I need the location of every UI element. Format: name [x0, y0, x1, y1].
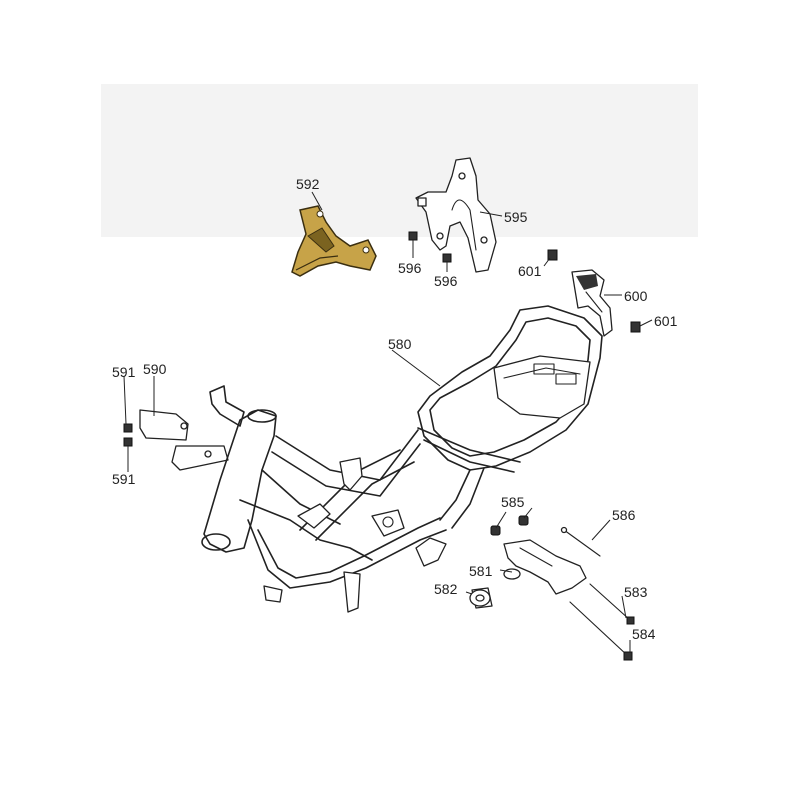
label-581: 581: [469, 563, 493, 579]
part-600-bracket: [571, 269, 613, 337]
highlight-band: [101, 84, 698, 237]
label-583: 583: [624, 584, 648, 600]
part-582-bushing: [469, 587, 493, 609]
part-581-bracket: [503, 539, 587, 595]
leader-lines: [123, 191, 653, 652]
part-592-bracket: [291, 205, 377, 277]
label-596b: 596: [434, 273, 458, 289]
label-586: 586: [612, 507, 636, 523]
label-595: 595: [504, 209, 528, 225]
part-595-bracket: [415, 157, 497, 273]
label-585: 585: [501, 494, 525, 510]
label-596a: 596: [398, 260, 422, 276]
label-591a: 591: [112, 364, 136, 380]
part-583-bolt: [589, 583, 635, 625]
label-600: 600: [624, 288, 648, 304]
label-601a: 601: [518, 263, 542, 279]
label-580: 580: [388, 336, 412, 352]
part-580-main-frame: [201, 305, 603, 613]
part-585-nuts: [490, 515, 529, 536]
label-601b: 601: [654, 313, 678, 329]
label-582: 582: [434, 581, 458, 597]
label-584: 584: [632, 626, 656, 642]
label-591b: 591: [112, 471, 136, 487]
label-592: 592: [296, 176, 320, 192]
part-586-pin: [560, 526, 601, 557]
part-584-bolt: [569, 601, 633, 661]
label-590: 590: [143, 361, 167, 377]
part-601-bolts: [547, 249, 641, 333]
part-590-bracket: [123, 409, 229, 471]
